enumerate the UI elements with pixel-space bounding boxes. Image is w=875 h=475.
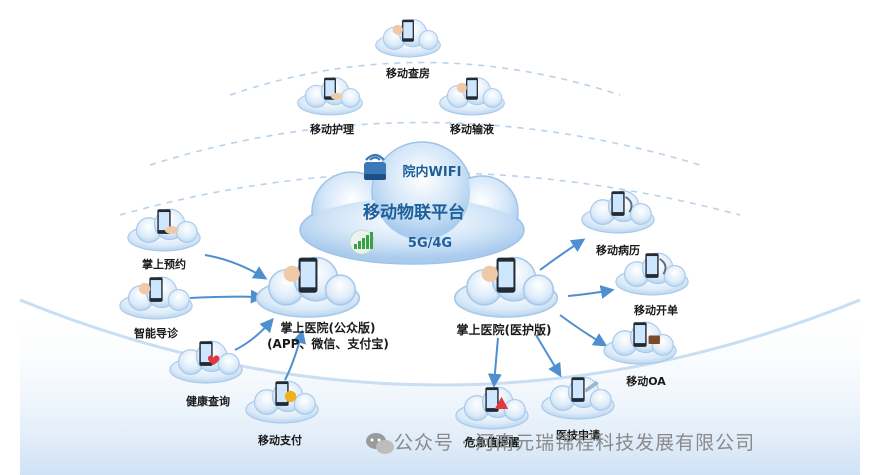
node-clouds xyxy=(119,19,689,430)
public-app-label-line2: (APP、微信、支付宝) xyxy=(267,337,389,351)
tablet-doctor-icon xyxy=(392,19,414,42)
cloud-emr xyxy=(581,190,655,234)
patient-phone-icon xyxy=(283,257,318,293)
node-label-exam: 医技申请 xyxy=(556,429,600,442)
node-label-oa: 移动OA xyxy=(626,375,666,388)
cloud-medical xyxy=(453,256,559,318)
cloud-critical xyxy=(455,386,529,430)
node-label-health: 健康查询 xyxy=(186,395,230,408)
wifi-label: 院内WIFI xyxy=(402,165,462,180)
node-label-infusion: 移动输液 xyxy=(450,123,494,136)
cloud-infusion xyxy=(439,77,505,116)
cloud-payment xyxy=(245,380,319,424)
node-label-critical: 危急值提醒 xyxy=(464,436,520,449)
phone-stethoscope-icon xyxy=(645,253,667,278)
public-app-label-line1: 掌上医院(公众版) xyxy=(280,321,376,335)
phone-briefcase-icon xyxy=(633,322,660,347)
cloud-nursing xyxy=(297,77,363,116)
cloud-booking xyxy=(127,208,201,252)
public-app-label: 掌上医院(公众版) (APP、微信、支付宝) xyxy=(267,320,389,352)
watermark: 公众号 · 河南元瑞锦程科技发展有限公司 xyxy=(362,428,862,456)
handheld-device-icon xyxy=(324,77,343,100)
wechat-icon xyxy=(366,433,394,454)
phone-syringe-icon xyxy=(571,377,599,402)
node-label-rounds: 移动查房 xyxy=(386,67,430,80)
nurse-icon xyxy=(456,77,478,100)
node-label-order: 移动开单 xyxy=(634,304,678,317)
phone-warning-icon xyxy=(485,387,509,412)
doctor-phone-icon xyxy=(481,257,516,293)
node-label-emr: 移动病历 xyxy=(596,244,640,257)
cloud-order xyxy=(615,252,689,296)
orbit-arcs xyxy=(119,61,741,216)
cloud-rounds xyxy=(375,19,441,58)
phone-stethoscope-icon xyxy=(611,191,633,216)
watermark-text: 公众号 · 河南元瑞锦程科技发展有限公司 xyxy=(394,432,756,454)
hub-title: 移动物联平台 xyxy=(363,203,465,223)
signal-bars-icon xyxy=(349,229,375,255)
network-label: 5G/4G xyxy=(407,236,453,251)
wifi-router-icon xyxy=(364,153,386,180)
phone-heart-icon xyxy=(199,341,220,366)
cloud-oa xyxy=(603,321,677,365)
phone-dollar-icon xyxy=(275,381,297,406)
hand-phone-icon xyxy=(157,209,179,234)
cloud-public xyxy=(255,256,361,318)
node-label-guide: 智能导诊 xyxy=(134,327,178,340)
hub-cloud xyxy=(299,141,525,265)
medical-app-label: 掌上医院(医护版) xyxy=(456,323,552,337)
node-label-payment: 移动支付 xyxy=(258,434,302,447)
cloud-guide xyxy=(119,276,193,320)
cloud-exam xyxy=(541,376,615,420)
cloud-health xyxy=(169,340,243,384)
node-label-nursing: 移动护理 xyxy=(310,123,354,136)
background-basin xyxy=(19,298,861,475)
node-label-booking: 掌上预约 xyxy=(142,258,186,271)
phone-doctor-icon xyxy=(138,277,163,302)
